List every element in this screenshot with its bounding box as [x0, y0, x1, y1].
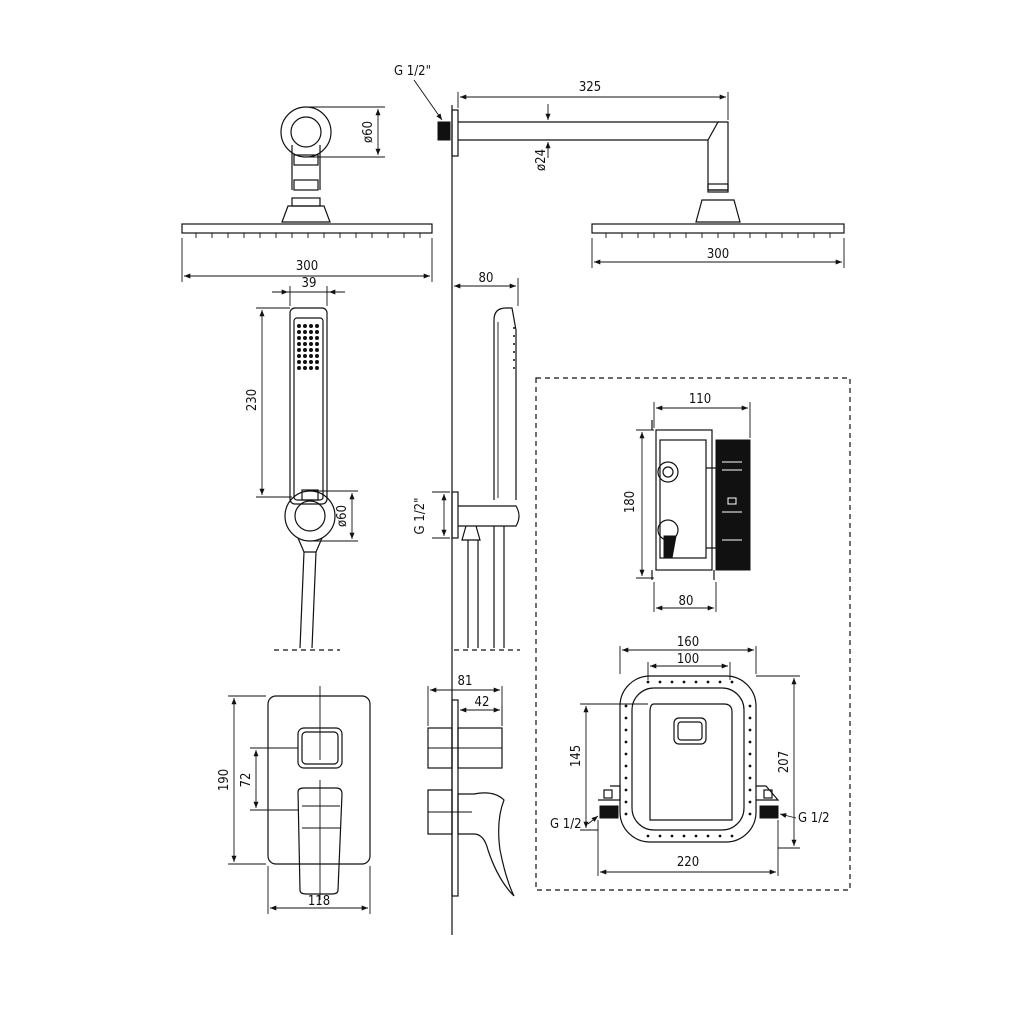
- body-marks: [722, 461, 742, 541]
- nozzle-row: [195, 233, 421, 238]
- mixer-body: 110 180 80: [623, 392, 751, 612]
- side-shower-arm: 325 ø24 300 G 1/2": [394, 64, 845, 268]
- inwall-frame-box: [535, 377, 851, 891]
- dim-handle-spacing: 72: [239, 773, 254, 788]
- mixer-side-view: 81 42: [427, 674, 515, 897]
- spray-dots: [297, 324, 319, 370]
- hand-shower-front: 39 230 ø60: [245, 276, 358, 651]
- dim-plate-width: 118: [308, 894, 330, 909]
- dim-frame-right-height: 207: [777, 751, 792, 773]
- label-thread-right: G 1/2: [798, 811, 830, 826]
- dim-hand-width: 39: [302, 276, 317, 291]
- dim-hand-length: 230: [245, 389, 260, 411]
- dim-head-front-width: 300: [296, 259, 318, 274]
- dim-side-depth: 80: [479, 271, 494, 286]
- dim-arm-dia: ø60: [361, 121, 376, 143]
- label-thread-top: G 1/2": [394, 64, 431, 79]
- dim-frame-width: 160: [677, 635, 699, 650]
- dim-frame-inner-width: 100: [677, 652, 699, 667]
- dim-side-head-width: 300: [707, 247, 729, 262]
- label-thread-left: G 1/2: [550, 817, 582, 832]
- dim-box-bottom-width: 80: [679, 594, 694, 609]
- dim-holder-dia: ø60: [335, 505, 350, 527]
- dim-mixer-depth: 81: [458, 674, 473, 689]
- mixer-front-plate: 190 72 118: [217, 686, 371, 914]
- mounting-frame: 160 100 145 207 220 G 1/2 G 1/2: [550, 635, 830, 876]
- dim-plate-height: 190: [217, 769, 232, 791]
- hand-shower-side: 80 G 1/2": [413, 271, 520, 651]
- dim-arm-tube-dia: ø24: [534, 149, 549, 171]
- label-thread-mid: G 1/2": [413, 498, 428, 535]
- dim-box-top-width: 110: [689, 392, 711, 407]
- front-shower-head: 300 ø60: [181, 106, 433, 282]
- dim-arm-length: 325: [579, 80, 601, 95]
- dim-box-height: 180: [623, 491, 638, 513]
- dim-frame-total-width: 220: [677, 855, 699, 870]
- dim-mixer-inner-depth: 42: [475, 695, 490, 710]
- frame-holes: [624, 680, 752, 838]
- dim-frame-left-height: 145: [569, 745, 584, 767]
